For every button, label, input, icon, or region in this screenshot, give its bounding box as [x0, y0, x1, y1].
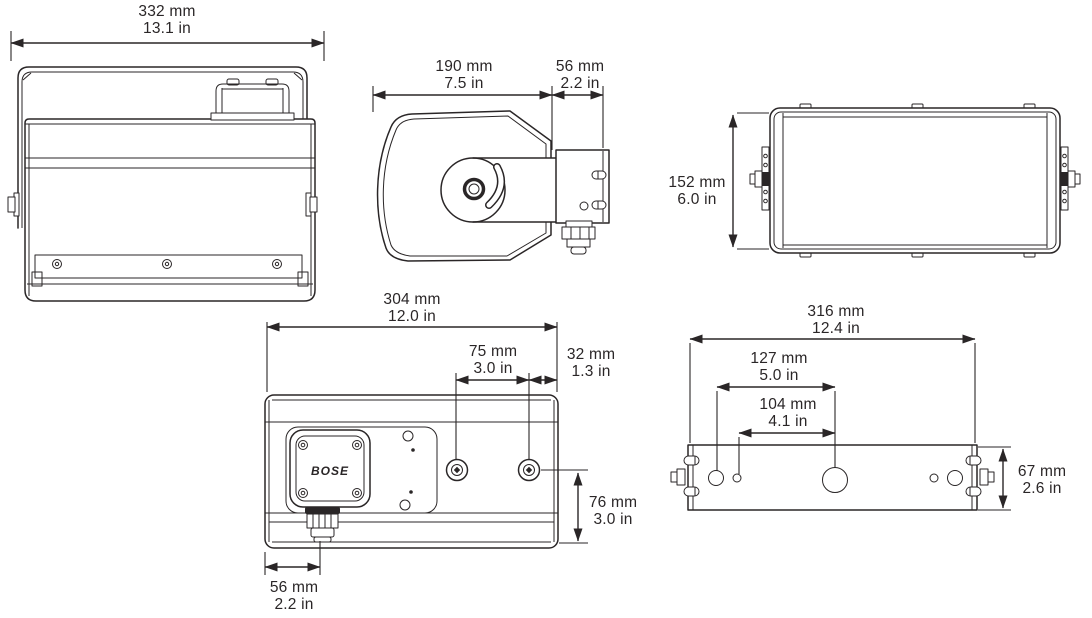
dim-mm: 332 mm [138, 3, 196, 20]
bracket-plate-holes [708, 467, 963, 493]
dim-side-bracket-depth: 56 mm 2.2 in [556, 58, 604, 92]
bracket-end-fittings [670, 455, 995, 497]
dim-in: 2.6 in [1022, 480, 1062, 497]
dim-in: 5.0 in [759, 367, 799, 384]
dim-mm: 190 mm [435, 58, 493, 75]
dim-mm: 316 mm [807, 303, 865, 320]
dim-in: 2.2 in [560, 75, 600, 92]
dim-mm: 32 mm [566, 346, 616, 363]
side-view-drawing [372, 86, 610, 262]
dim-in: 4.1 in [768, 413, 808, 430]
bose-logo: BOSE [311, 464, 349, 478]
rear-view-drawing: BOSE [264, 322, 588, 575]
terminal-cover-screws [298, 440, 362, 498]
dim-in: 2.2 in [274, 596, 314, 613]
dim-rear-insert-bottom-offset: 76 mm 3.0 in [589, 494, 637, 528]
bracket-plate-drawing [670, 334, 1011, 511]
dim-mm: 56 mm [555, 58, 605, 75]
dim-bracket-width: 316 mm 12.4 in [807, 303, 864, 337]
dim-side-body-depth: 190 mm 7.5 in [435, 58, 492, 92]
cable-gland-rear [305, 507, 340, 543]
top-view-drawing [728, 103, 1081, 258]
pivot-knob [462, 177, 486, 201]
top-right-bracket-fitting [1060, 146, 1081, 211]
dim-mm: 56 mm [269, 579, 319, 596]
dim-rear-width: 304 mm 12.0 in [383, 291, 440, 325]
top-left-bracket-fitting [749, 146, 770, 211]
dim-bracket-height: 67 mm 2.6 in [1018, 463, 1066, 497]
dim-rear-insert-spacing: 75 mm 3.0 in [469, 343, 517, 377]
dim-in: 3.0 in [593, 511, 633, 528]
dim-rear-insert-edge-offset: 32 mm 1.3 in [567, 346, 615, 380]
dim-mm: 67 mm [1017, 463, 1067, 480]
dim-mm: 127 mm [750, 350, 808, 367]
dim-in: 13.1 in [143, 20, 191, 37]
dim-mm: 104 mm [759, 396, 817, 413]
front-bracket-knobs [7, 192, 318, 217]
mounting-inserts [445, 458, 541, 482]
dim-in: 12.4 in [812, 320, 860, 337]
cable-gland-side [561, 220, 596, 255]
dim-mm: 152 mm [668, 174, 726, 191]
dim-in: 12.0 in [388, 308, 436, 325]
front-grille-screws [52, 259, 282, 269]
dim-front-width: 332 mm 13.1 in [138, 3, 195, 37]
dim-mm: 76 mm [588, 494, 638, 511]
dim-rear-gland-offset: 56 mm 2.2 in [270, 579, 318, 613]
dim-top-height: 152 mm 6.0 in [668, 174, 725, 208]
dim-in: 3.0 in [473, 360, 513, 377]
dim-bracket-outer-hole-spacing: 127 mm 5.0 in [750, 350, 807, 384]
dim-bracket-inner-hole-spacing: 104 mm 4.1 in [759, 396, 816, 430]
dim-in: 7.5 in [444, 75, 484, 92]
front-view-drawing [7, 31, 325, 302]
dim-in: 6.0 in [677, 191, 717, 208]
dim-in: 1.3 in [571, 363, 611, 380]
dim-mm: 304 mm [383, 291, 441, 308]
dim-mm: 75 mm [468, 343, 518, 360]
